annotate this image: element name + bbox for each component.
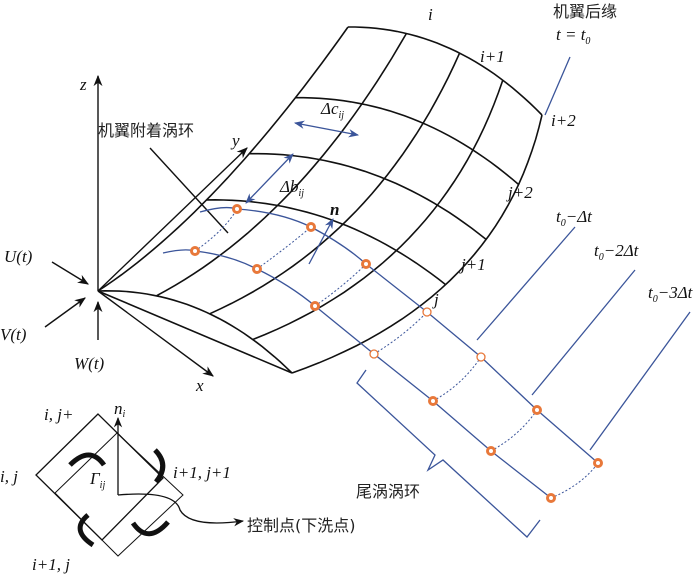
wing-chordwise-line bbox=[348, 26, 543, 116]
vortex-line-upper bbox=[199, 206, 599, 464]
svg-text:Γij: Γij bbox=[89, 469, 105, 491]
vortex-ring-inset bbox=[35, 413, 245, 557]
leader-t0-dt bbox=[476, 226, 576, 341]
svg-text:ni: ni bbox=[114, 399, 126, 420]
svg-text:i+1, j: i+1, j bbox=[32, 555, 70, 574]
svg-text:t0−2Δt: t0−2Δt bbox=[594, 241, 640, 263]
wing-surface-grid bbox=[97, 26, 543, 374]
wing-spanwise-line bbox=[252, 79, 504, 341]
leader-t0-3dt bbox=[589, 311, 691, 451]
wing-spanwise-line bbox=[156, 33, 408, 297]
svg-text:Δbij: Δbij bbox=[279, 177, 304, 199]
wing-spanwise-line bbox=[97, 26, 349, 292]
dc-arrow bbox=[293, 120, 360, 138]
y-axis bbox=[97, 147, 248, 292]
svg-text:U(t): U(t) bbox=[4, 247, 33, 266]
svg-text:j+2: j+2 bbox=[506, 183, 533, 202]
vortex-line-lower bbox=[162, 249, 552, 499]
svg-text:j: j bbox=[432, 290, 439, 309]
svg-text:t0−3Δt: t0−3Δt bbox=[648, 283, 694, 305]
coordinate-axes bbox=[44, 74, 248, 377]
svg-text:W(t): W(t) bbox=[74, 354, 105, 373]
svg-text:i, j: i, j bbox=[0, 467, 18, 486]
svg-text:z: z bbox=[79, 75, 87, 94]
V-arrow bbox=[44, 297, 86, 328]
svg-text:i+2: i+2 bbox=[551, 111, 576, 130]
U-arrow bbox=[51, 261, 89, 285]
db-arrow bbox=[245, 153, 294, 204]
leader-trailing-edge bbox=[544, 56, 571, 116]
svg-text:i+1, j+1: i+1, j+1 bbox=[173, 463, 231, 482]
svg-text:i+1: i+1 bbox=[480, 47, 505, 66]
wing-spanwise-line bbox=[209, 52, 461, 315]
svg-text:机翼附着涡环: 机翼附着涡环 bbox=[98, 121, 194, 140]
svg-text:t = t0: t = t0 bbox=[556, 25, 590, 47]
wing-chordwise-line bbox=[206, 198, 447, 286]
svg-text:i, j+: i, j+ bbox=[44, 405, 73, 424]
normal-arrow bbox=[308, 218, 334, 265]
x-axis bbox=[97, 290, 214, 377]
svg-text:尾涡涡环: 尾涡涡环 bbox=[356, 482, 420, 501]
wake-brace bbox=[356, 369, 541, 538]
circulation-arrows-icon bbox=[68, 448, 170, 548]
svg-text:t0−Δt: t0−Δt bbox=[556, 207, 593, 229]
wing-spanwise-line bbox=[291, 114, 543, 374]
svg-text:y: y bbox=[230, 131, 240, 150]
bound-vortex-leader bbox=[149, 147, 229, 234]
wing-chordwise-line bbox=[295, 96, 520, 186]
svg-text:Δcij: Δcij bbox=[320, 99, 344, 121]
control-points bbox=[190, 204, 603, 503]
leader-t0-2dt bbox=[531, 269, 636, 396]
vortex-rings bbox=[162, 56, 691, 538]
wing-chordwise-line bbox=[97, 289, 293, 374]
svg-text:x: x bbox=[195, 376, 204, 395]
wing-root-lower-line bbox=[97, 290, 293, 374]
svg-text:机翼后缘: 机翼后缘 bbox=[553, 2, 617, 21]
svg-text:控制点(下洗点): 控制点(下洗点) bbox=[247, 516, 356, 535]
svg-text:V(t): V(t) bbox=[0, 325, 27, 344]
wing-chordwise-line bbox=[249, 152, 487, 241]
svg-text:j+1: j+1 bbox=[459, 255, 486, 274]
svg-text:i: i bbox=[428, 5, 433, 24]
svg-text:n: n bbox=[330, 200, 339, 219]
